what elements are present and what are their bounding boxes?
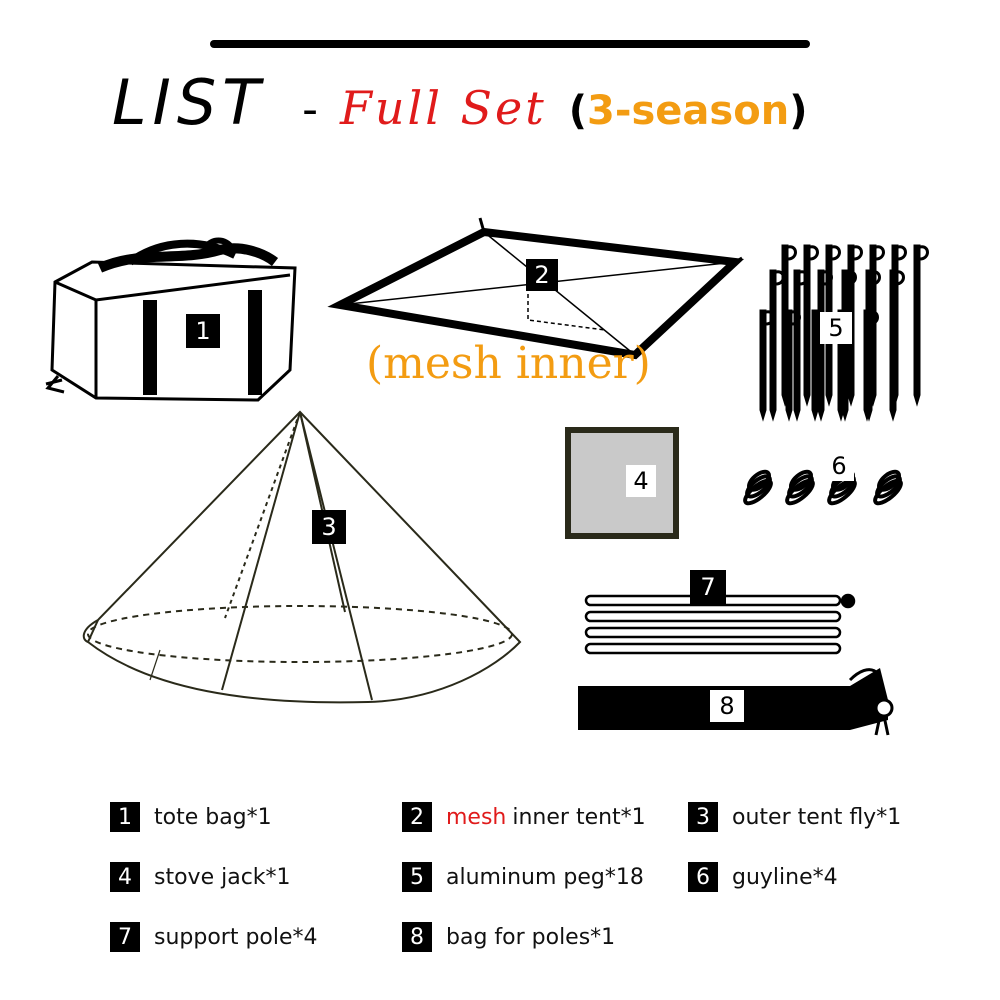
mesh-inner-caption: (mesh inner)	[366, 338, 651, 389]
peg-shape	[759, 309, 767, 422]
outer-tent-fly-icon	[82, 410, 522, 704]
peg-hook	[831, 245, 841, 261]
legend-number: 7	[110, 922, 140, 952]
legend-label: tote bag*1	[154, 804, 272, 830]
legend-number: 6	[688, 862, 718, 892]
peg-hook	[809, 245, 819, 261]
legend-item: 6 guyline*4	[688, 862, 838, 892]
peg-shape	[811, 309, 819, 422]
legend-label: stove jack*1	[154, 864, 291, 890]
mesh-inner-tent-icon	[327, 217, 745, 360]
title-full-set: Full Set	[339, 81, 547, 135]
badge-8: 8	[710, 690, 744, 722]
legend-number: 3	[688, 802, 718, 832]
legend-number: 8	[402, 922, 432, 952]
legend-item: 1 tote bag*1	[110, 802, 272, 832]
coil-loop	[747, 469, 771, 492]
peg-shape	[863, 309, 871, 422]
badge-5: 5	[820, 312, 852, 344]
peg-hook	[823, 270, 833, 286]
legend-number: 2	[402, 802, 432, 832]
page-title: LIST - Full Set ( 3-season )	[112, 66, 807, 146]
badge-6: 6	[824, 451, 854, 481]
peg-hook	[869, 310, 879, 326]
peg-shape	[769, 269, 777, 422]
peg-icon	[759, 244, 929, 422]
legend-label: outer tent fly*1	[732, 804, 902, 830]
peg-hook	[765, 310, 775, 326]
badge-7: 7	[690, 570, 726, 604]
title-season: 3-season	[587, 88, 790, 134]
legend-accent-label: mesh	[446, 804, 507, 830]
badge-2: 2	[526, 259, 558, 291]
peg-shape	[803, 244, 811, 407]
legend-number: 4	[110, 862, 140, 892]
coil-loop	[789, 469, 813, 492]
legend-item: 7 support pole*4	[110, 922, 318, 952]
legend-number: 5	[402, 862, 432, 892]
peg-shape	[889, 269, 897, 422]
peg-hook	[919, 245, 929, 261]
legend-label: support pole*4	[154, 924, 318, 950]
stove-jack-icon	[565, 427, 679, 539]
tote-bag-icon	[45, 237, 297, 402]
legend-item: 5 aluminum peg*18	[402, 862, 644, 892]
peg-shape	[817, 269, 825, 422]
peg-hook	[775, 270, 785, 286]
peg-hook	[875, 245, 885, 261]
title-paren-open: (	[568, 88, 588, 134]
legend-label: inner tent*1	[512, 804, 646, 830]
peg-shape	[785, 309, 793, 422]
peg-hook	[895, 270, 905, 286]
peg-hook	[787, 245, 797, 261]
title-dash: -	[302, 84, 318, 135]
legend-number: 1	[110, 802, 140, 832]
peg-hook	[799, 270, 809, 286]
badge-4: 4	[626, 465, 656, 497]
peg-hook	[853, 245, 863, 261]
peg-hook	[791, 310, 801, 326]
legend-item: 2 mesh inner tent*1	[402, 802, 646, 832]
coil-loop	[877, 469, 901, 492]
peg-shape	[913, 244, 921, 407]
legend-label: aluminum peg*18	[446, 864, 644, 890]
legend-item: 8 bag for poles*1	[402, 922, 615, 952]
badge-3: 3	[312, 510, 346, 544]
badge-1: 1	[186, 314, 220, 348]
peg-hook	[847, 270, 857, 286]
peg-hook	[871, 270, 881, 286]
peg-hook	[897, 245, 907, 261]
legend-item: 3 outer tent fly*1	[688, 802, 901, 832]
title-paren-close: )	[789, 88, 808, 134]
top-divider	[210, 40, 810, 48]
guyline-coil-icon	[743, 469, 903, 506]
legend-label: guyline*4	[732, 864, 838, 890]
title-list: LIST	[112, 66, 267, 139]
legend-label: bag for poles*1	[446, 924, 616, 950]
legend-item: 4 stove jack*1	[110, 862, 291, 892]
peg-shape	[793, 269, 801, 422]
